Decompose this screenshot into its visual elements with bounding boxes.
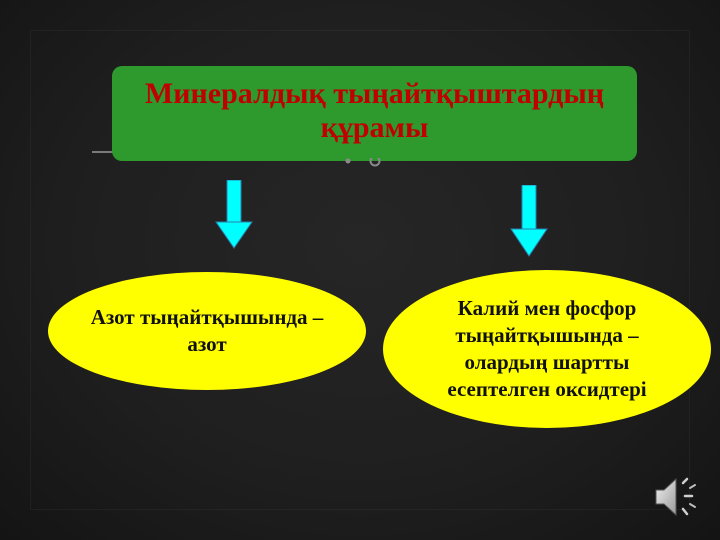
nitrogen-fertilizer-text: Азот тыңайтқышында – азот (90, 305, 324, 356)
arrow-down-icon (510, 185, 548, 257)
nitrogen-fertilizer-box[interactable]: Азот тыңайтқышында – азот (48, 272, 366, 390)
decorative-line (92, 151, 114, 153)
potassium-phosphorus-fertilizer-text: Калий мен фосфор тыңайтқышында – олардың… (447, 296, 647, 401)
arrow-down-icon (215, 180, 253, 249)
speaker-icon[interactable] (652, 474, 702, 520)
slide-title: Минералдық тыңайтқыштардың құрамы (144, 76, 605, 144)
decorative-dots (345, 158, 381, 167)
title-box[interactable]: Минералдық тыңайтқыштардың құрамы (112, 66, 637, 161)
slide-frame (30, 30, 690, 510)
potassium-phosphorus-fertilizer-box[interactable]: Калий мен фосфор тыңайтқышында – олардың… (383, 270, 711, 428)
